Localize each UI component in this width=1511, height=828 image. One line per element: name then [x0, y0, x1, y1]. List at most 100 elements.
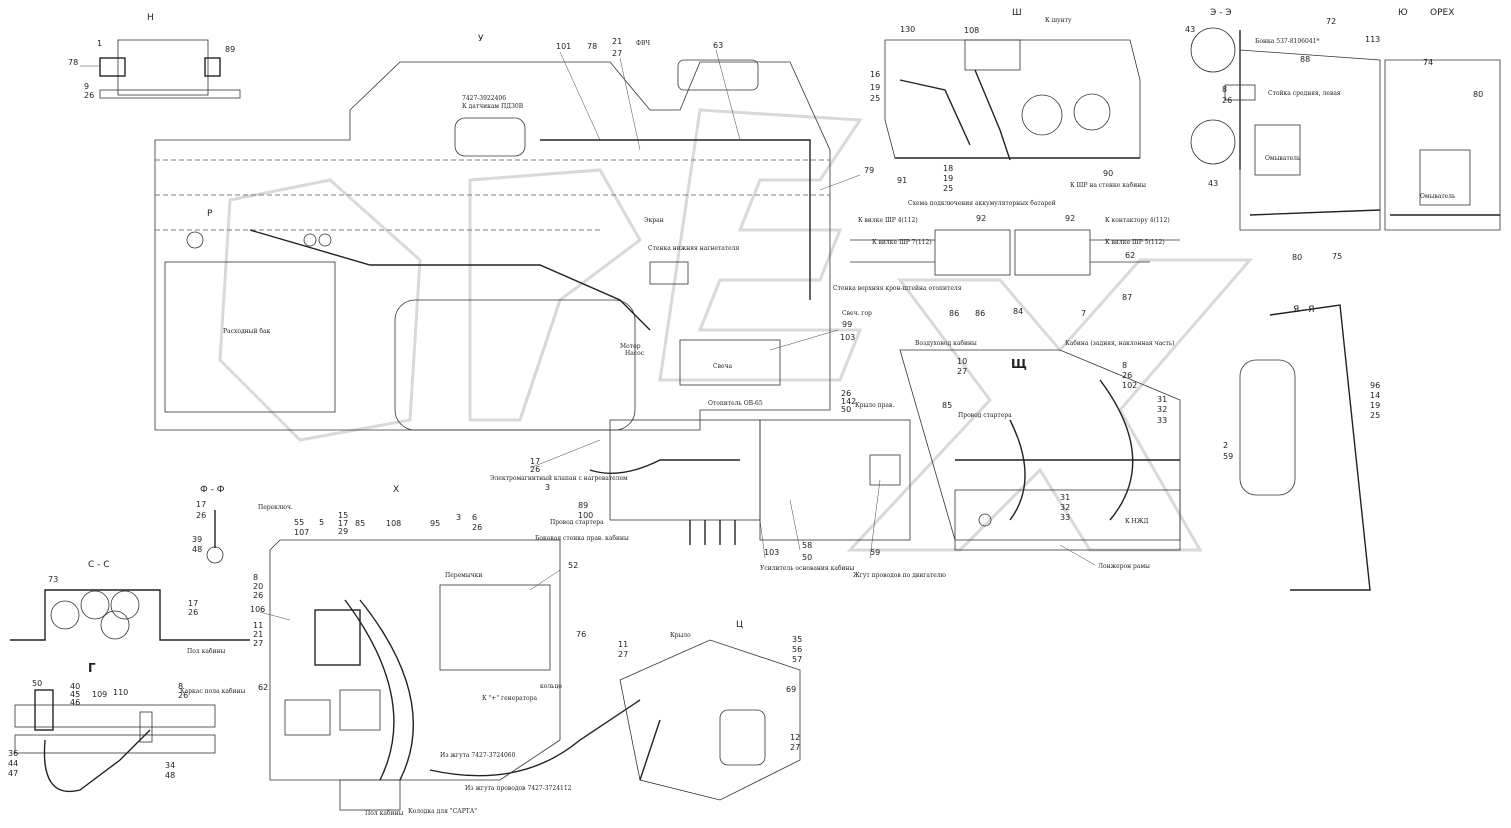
- callout: 80: [1473, 90, 1483, 99]
- callout: 33: [1157, 416, 1167, 425]
- callout: 27: [618, 650, 628, 659]
- callout: 8: [1122, 361, 1127, 370]
- label-to-knzh: К НЖД: [1125, 518, 1149, 525]
- callout: 15: [338, 511, 348, 520]
- callout: 108: [386, 519, 401, 528]
- callout: 86: [975, 309, 985, 318]
- callout: 45: [70, 690, 80, 699]
- callout: 39: [192, 535, 202, 544]
- callout: 6: [472, 513, 477, 522]
- label-tu-code: ФВЧ: [636, 40, 650, 47]
- label-cab-roof: Крыло прав.: [855, 402, 894, 409]
- main-cab-view: [154, 59, 911, 545]
- callout: 3: [456, 513, 461, 522]
- label-plug: Свеча: [713, 363, 732, 370]
- callout: 32: [1157, 405, 1167, 414]
- section-g: [14, 689, 216, 792]
- callout: 52: [568, 561, 578, 570]
- callout: 103: [764, 548, 779, 557]
- label-solenoid: Электромагнитный клапан с нагревателем: [490, 475, 628, 482]
- label-harness-engine: Жгут проводов по двигателю: [853, 572, 946, 579]
- label-wing: Крыло: [670, 632, 691, 639]
- callout: 25: [870, 94, 880, 103]
- callout: 50: [802, 553, 812, 562]
- callout: 101: [556, 42, 571, 51]
- label-cab-rear: Кабина (задняя, наклонная часть): [1065, 340, 1174, 347]
- section-ff: [206, 510, 224, 564]
- callout: 27: [253, 639, 263, 648]
- section-letter-u: У: [478, 34, 484, 44]
- callout: 92: [1065, 214, 1075, 223]
- section-shch: [899, 349, 1181, 551]
- callout: 85: [355, 519, 365, 528]
- callout: 26: [188, 608, 198, 617]
- relay-block: [850, 229, 1180, 276]
- callout: 57: [792, 655, 802, 664]
- label-contactor: К контактору 4(112): [1105, 217, 1170, 224]
- callout: 26: [84, 91, 94, 100]
- callout: 25: [943, 184, 953, 193]
- label-valve-m: Мотор: [620, 343, 641, 350]
- callout: 109: [92, 690, 107, 699]
- callout: 36: [8, 749, 18, 758]
- section-letter-h: Н: [147, 13, 154, 23]
- callout: 26: [253, 591, 263, 600]
- label-frame-spar: Лонжерон рамы: [1098, 563, 1150, 570]
- callout: 8: [178, 682, 183, 691]
- section-letter-r: Р: [207, 209, 213, 219]
- callout: 74: [1423, 58, 1433, 67]
- label-screen: Экран: [644, 217, 664, 224]
- label-switch-mass: Переключ.: [258, 504, 293, 511]
- callout: 10: [957, 357, 967, 366]
- callout: 43: [1185, 25, 1195, 34]
- callout: 48: [192, 545, 202, 554]
- label-cab-floor: Пол кабины: [187, 648, 226, 655]
- callout: 25: [1370, 411, 1380, 420]
- callout: 43: [1208, 179, 1218, 188]
- callout: 29: [338, 527, 348, 536]
- label-block-sarta: Колодка для "САРТА": [408, 808, 477, 815]
- callout: 34: [165, 761, 175, 770]
- callout: 62: [258, 683, 268, 692]
- callout: 130: [900, 25, 915, 34]
- callout: 85: [942, 401, 952, 410]
- section-letter-x: Х: [393, 485, 399, 495]
- callout: 89: [578, 501, 588, 510]
- callout: 75: [1332, 252, 1342, 261]
- section-ts: [619, 639, 801, 801]
- label-ring: кольцо: [540, 683, 562, 690]
- callout: 32: [1060, 503, 1070, 512]
- label-heater: Отопитель ОВ-65: [708, 400, 763, 407]
- label-fork-4: К вилке ШР 4(112): [858, 217, 918, 224]
- callout: 14: [1370, 391, 1380, 400]
- label-from-harness-1: Из жгута 7427-3724060: [440, 752, 516, 759]
- callout: 33: [1060, 513, 1070, 522]
- callout: 87: [1122, 293, 1132, 302]
- callout: 80: [1292, 253, 1302, 262]
- section-sh: [884, 39, 1141, 161]
- callout: 76: [576, 630, 586, 639]
- callout: 44: [8, 759, 18, 768]
- callout: 55: [294, 518, 304, 527]
- callout: 89: [225, 45, 235, 54]
- callout: 92: [976, 214, 986, 223]
- callout: 86: [949, 309, 959, 318]
- label-upper-wall: Стенка верхняя крон-штейна отопителя: [833, 285, 962, 292]
- section-cc: [10, 589, 250, 641]
- callout: 17: [188, 599, 198, 608]
- callout: 59: [870, 548, 880, 557]
- callout: 40: [70, 682, 80, 691]
- label-pillar: Стойка средняя, левая: [1268, 90, 1341, 97]
- label-generator: К "+" генератора: [482, 695, 537, 702]
- callout: 12: [790, 733, 800, 742]
- leader-lines: [259, 49, 1096, 621]
- callout: 11: [253, 621, 263, 630]
- section-letter-yu: Ю: [1398, 8, 1408, 18]
- section-letter-g: Г: [88, 661, 96, 675]
- callout: 96: [1370, 381, 1380, 390]
- callout: 31: [1157, 395, 1167, 404]
- callout: 19: [1370, 401, 1380, 410]
- callout: 21: [253, 630, 263, 639]
- callout: 2: [1223, 441, 1228, 450]
